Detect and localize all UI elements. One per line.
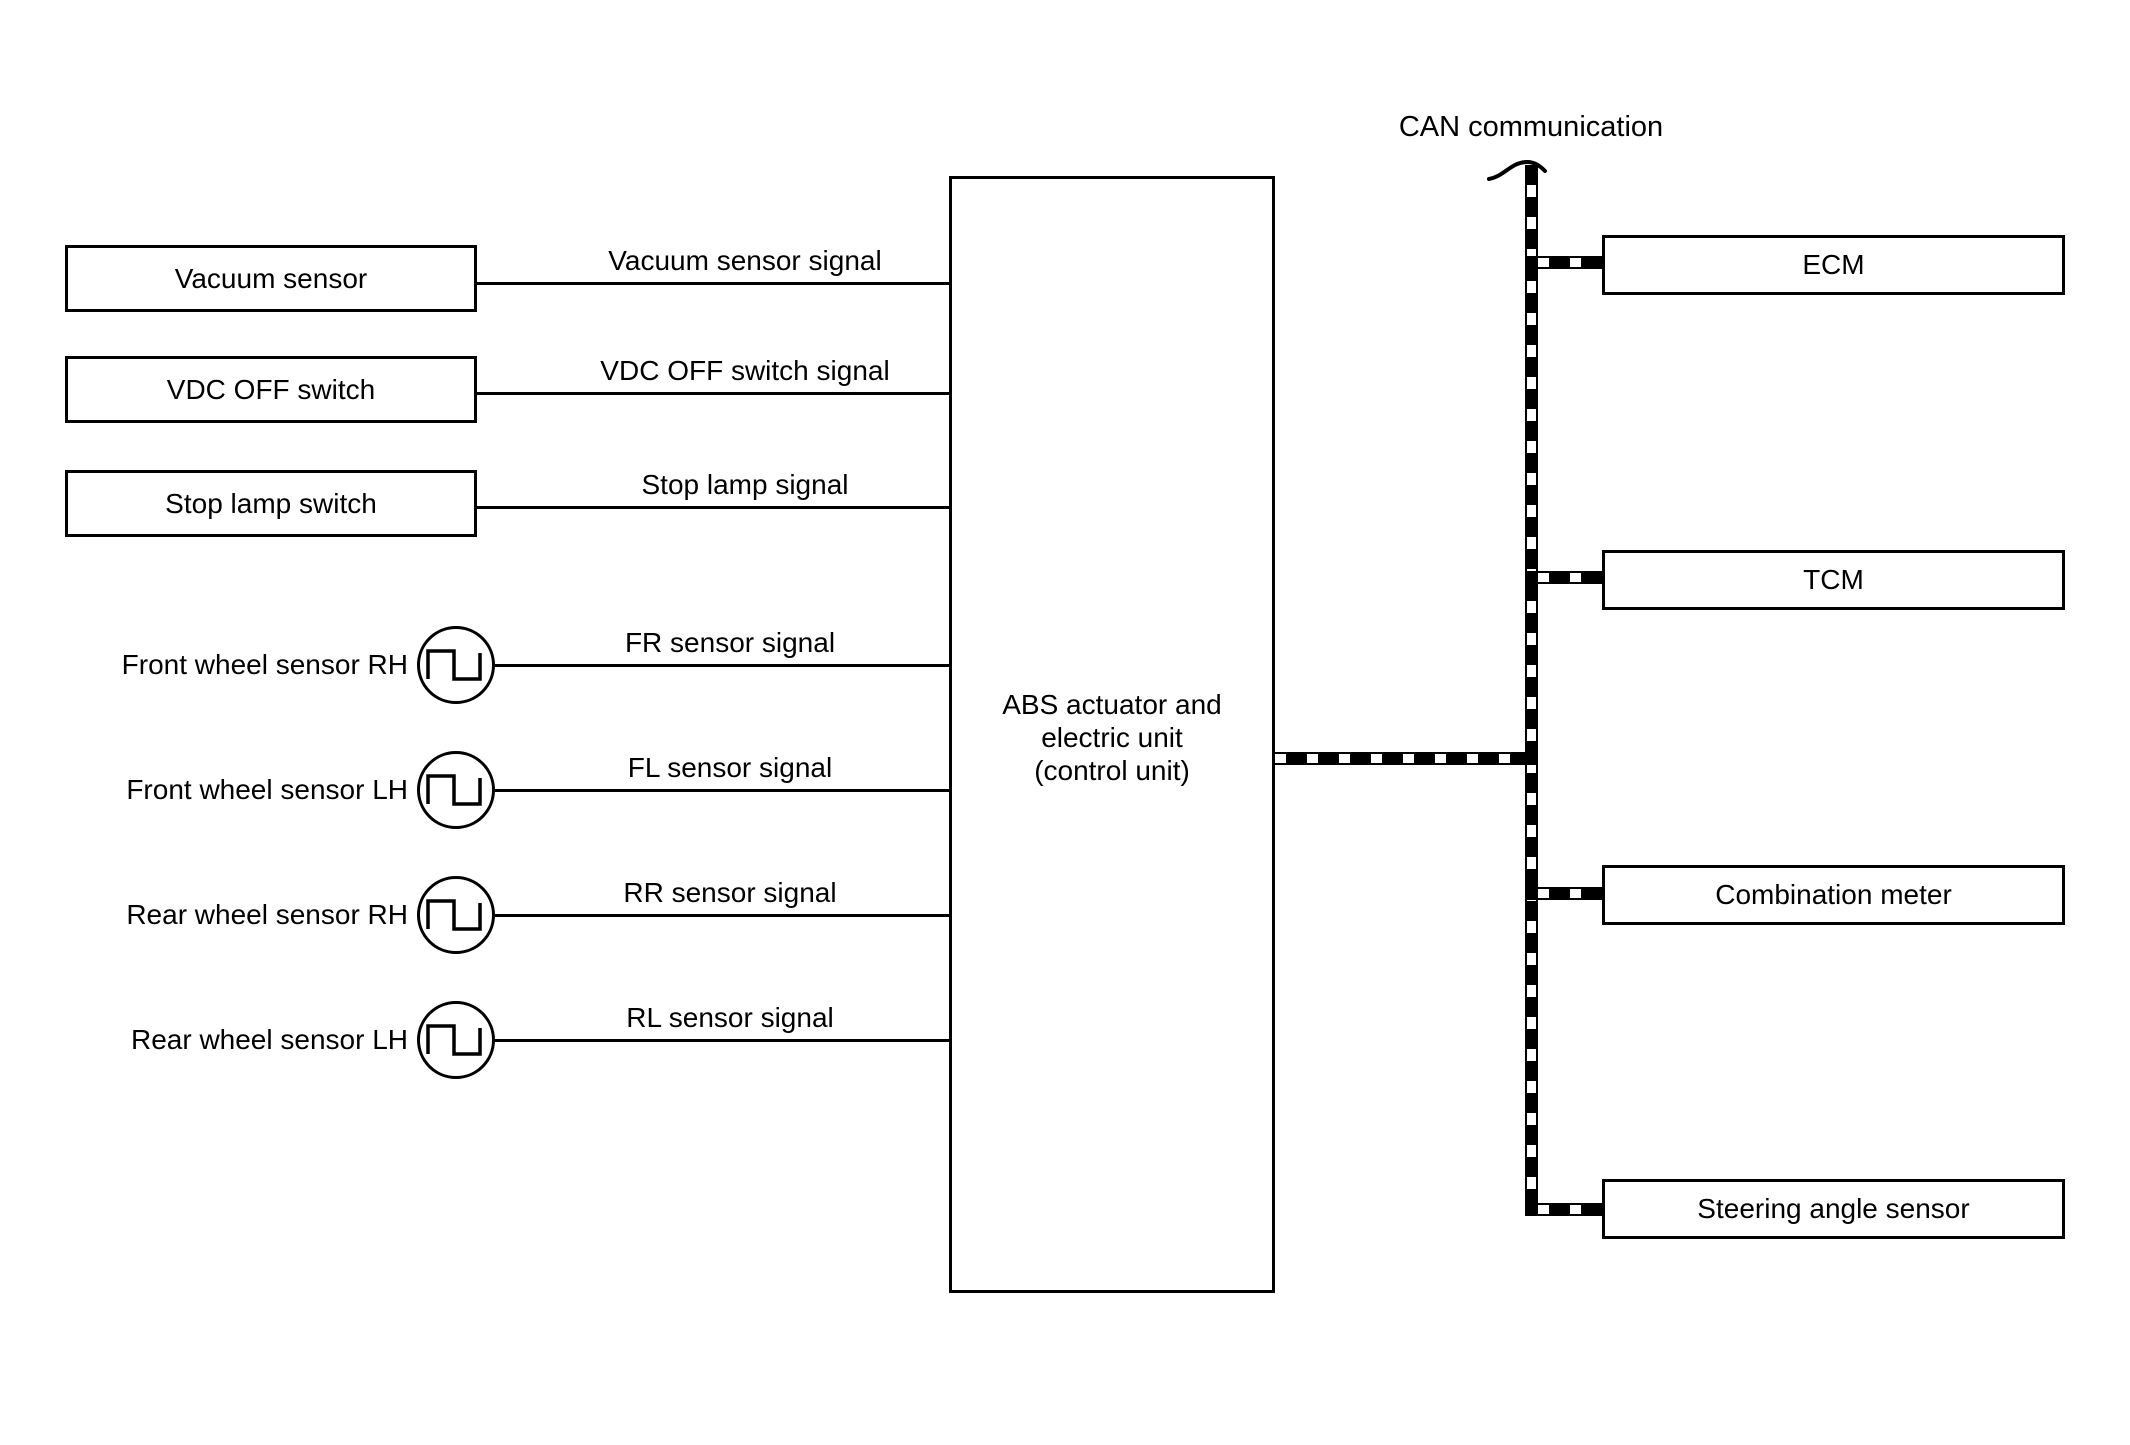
pulse-wave-icon <box>417 1001 495 1079</box>
stop-lamp-switch-label: Stop lamp switch <box>165 487 377 519</box>
can-arrow-icon <box>1487 159 1547 181</box>
combination-meter-label: Combination meter <box>1715 879 1952 910</box>
can-bus-line <box>1525 165 1538 1216</box>
signal-label: VDC OFF switch signal <box>600 355 890 386</box>
can-bus-joint <box>1525 1203 1538 1216</box>
vdc-off-switch-box: VDC OFF switch <box>65 356 477 423</box>
signal-line <box>495 664 949 667</box>
signal-line <box>477 282 949 285</box>
vdc-off-switch-label: VDC OFF switch <box>166 373 376 405</box>
rear-wheel-sensor-lh-label: Rear wheel sensor LH <box>130 1024 408 1055</box>
can-bus-joint <box>1525 887 1538 900</box>
rear-wheel-sensor-rh-label: Rear wheel sensor RH <box>126 899 408 930</box>
can-branch-line <box>1538 887 1602 900</box>
can-bus-joint <box>1525 571 1538 584</box>
can-bus-joint <box>1525 256 1538 269</box>
ecm-label: ECM <box>1802 249 1865 280</box>
abs-actuator-label-line1: ABS actuator and <box>1002 689 1222 720</box>
can-branch-line <box>1538 1203 1602 1216</box>
can-branch-line <box>1538 256 1602 269</box>
pulse-wave-icon <box>417 751 495 829</box>
tcm-label: TCM <box>1803 564 1864 595</box>
signal-label: Stop lamp signal <box>641 469 849 500</box>
stop-lamp-switch-box: Stop lamp switch <box>65 470 477 537</box>
tcm-box: TCM <box>1602 550 2065 610</box>
steering-angle-sensor-box: Steering angle sensor <box>1602 1179 2065 1239</box>
front-wheel-sensor-lh-label: Front wheel sensor LH <box>126 774 408 805</box>
combination-meter-box: Combination meter <box>1602 865 2065 925</box>
pulse-wave-icon <box>417 626 495 704</box>
abs-actuator-box <box>949 176 1275 1293</box>
abs-actuator-label: ABS actuator and electric unit (control … <box>949 688 1275 787</box>
signal-line <box>477 392 949 395</box>
signal-line <box>495 1039 949 1042</box>
signal-label: FL sensor signal <box>627 752 833 783</box>
signal-label: RR sensor signal <box>623 877 837 908</box>
can-branch-line <box>1538 571 1602 584</box>
vacuum-sensor-box: Vacuum sensor <box>65 245 477 312</box>
signal-label: RL sensor signal <box>626 1002 834 1033</box>
signal-line <box>495 789 949 792</box>
can-bus-joint <box>1525 752 1538 765</box>
front-wheel-sensor-rh-label: Front wheel sensor RH <box>121 649 408 680</box>
signal-label: Vacuum sensor signal <box>608 245 882 276</box>
can-bus-line <box>1275 752 1525 765</box>
abs-actuator-label-line2: electric unit <box>1041 722 1183 753</box>
ecm-box: ECM <box>1602 235 2065 295</box>
steering-angle-sensor-label: Steering angle sensor <box>1697 1193 1970 1224</box>
signal-line <box>495 914 949 917</box>
signal-line <box>477 506 949 509</box>
can-communication-label: CAN communication <box>1398 111 1664 143</box>
vacuum-sensor-label: Vacuum sensor <box>174 262 368 294</box>
signal-label: FR sensor signal <box>624 627 836 658</box>
pulse-wave-icon <box>417 876 495 954</box>
abs-actuator-label-line3: (control unit) <box>1034 755 1190 786</box>
